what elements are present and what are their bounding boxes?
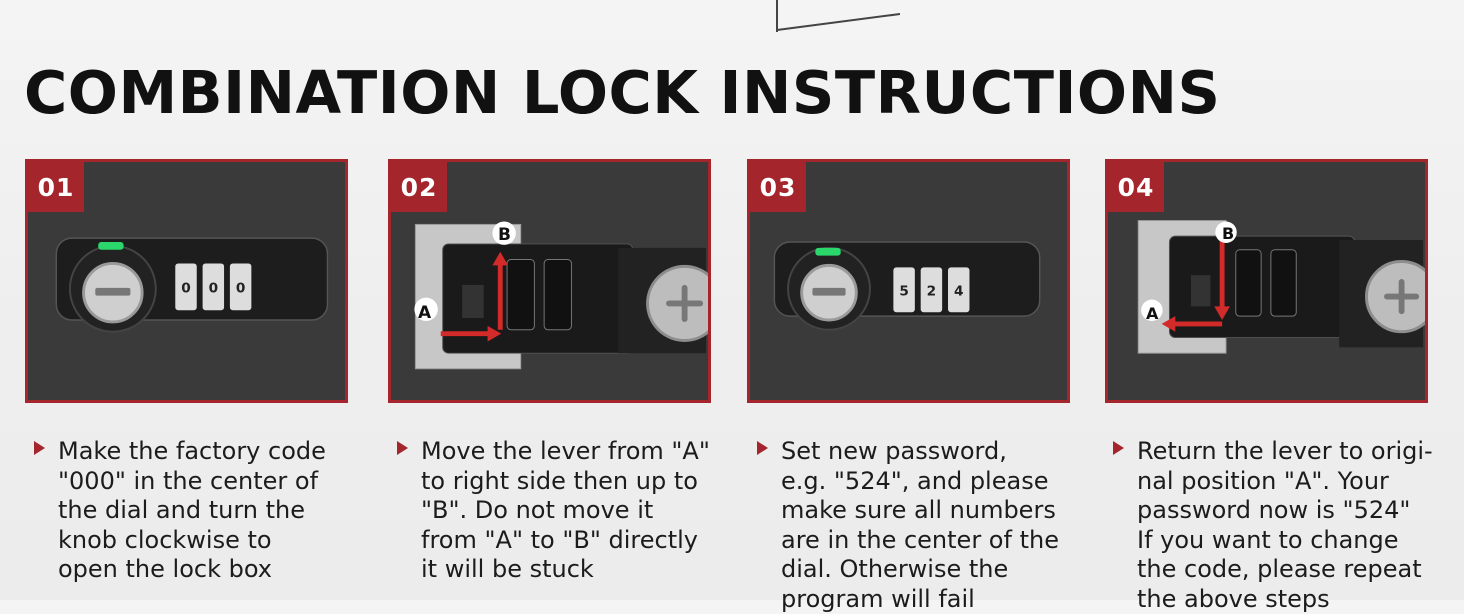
label-b: B	[498, 225, 511, 245]
step-2-text: Move the lever from "A" to right side th…	[397, 437, 727, 585]
svg-text:0: 0	[236, 281, 246, 297]
bullet-icon	[397, 441, 408, 455]
step-4-image: 04 A B	[1105, 159, 1428, 403]
bullet-icon	[757, 441, 768, 455]
label-a: A	[1146, 304, 1159, 323]
label-a: A	[418, 303, 432, 323]
svg-text:2: 2	[927, 284, 937, 300]
decorative-line	[776, 0, 900, 32]
label-b: B	[1222, 224, 1235, 243]
lock-closed-illustration: 0 0 0	[55, 237, 329, 333]
lever-return-illustration	[1137, 220, 1425, 354]
step-2-badge: 02	[391, 162, 447, 212]
svg-text:4: 4	[954, 284, 964, 300]
step-1-badge: 01	[28, 162, 84, 212]
svg-text:0: 0	[209, 281, 219, 297]
svg-text:5: 5	[899, 284, 909, 300]
step-3-badge: 03	[750, 162, 806, 212]
step-1-text: Make the factory code "000" in the cente…	[34, 437, 364, 585]
page-title: COMBINATION LOCK INSTRUCTIONS	[24, 58, 1221, 127]
lock-new-code-illustration: 5 2 4	[773, 241, 1041, 331]
svg-text:0: 0	[181, 281, 191, 297]
step-2-image: 02 A B	[388, 159, 711, 403]
step-1-image: 0 0 0 01	[25, 159, 348, 403]
bullet-icon	[1113, 441, 1124, 455]
step-3-image: 5 2 4 03	[747, 159, 1070, 403]
step-4-badge: 04	[1108, 162, 1164, 212]
lever-diagram-illustration	[414, 221, 708, 370]
step-4-text: Return the lever to origi- nal position …	[1113, 437, 1443, 614]
bullet-icon	[34, 441, 45, 455]
step-3-text: Set new password, e.g. "524", and please…	[757, 437, 1087, 614]
